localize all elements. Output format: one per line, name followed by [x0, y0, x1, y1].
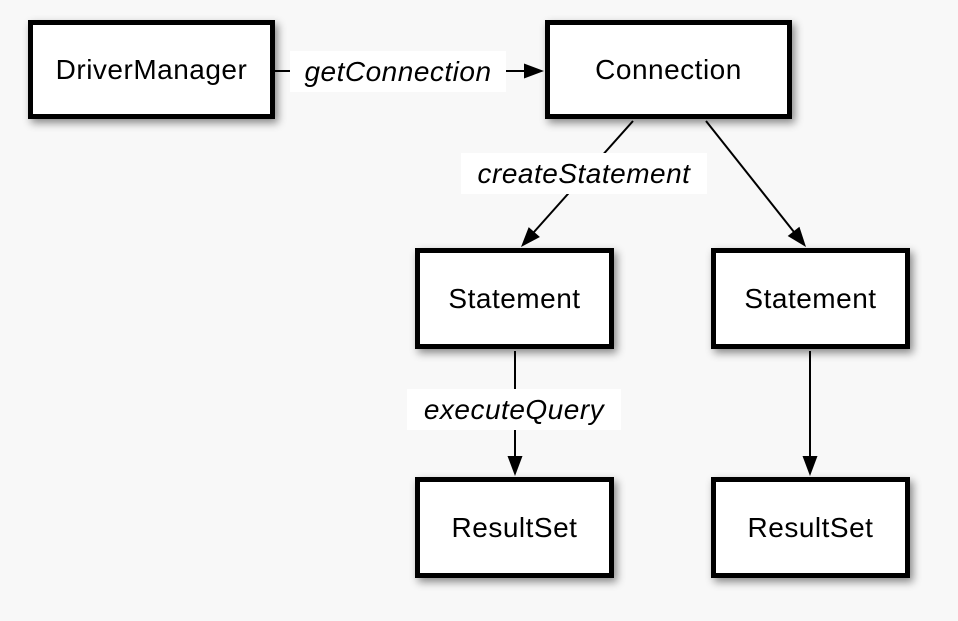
- edge-label-create-statement: createStatement: [461, 153, 707, 194]
- node-connection-label: Connection: [595, 53, 742, 85]
- node-statement-left: Statement: [415, 248, 614, 349]
- node-driver-manager: DriverManager: [28, 20, 275, 119]
- node-statement-left-label: Statement: [448, 282, 581, 314]
- arrowhead-down-right-icon: [787, 226, 806, 247]
- node-connection: Connection: [545, 20, 792, 119]
- edge-label-get-connection: getConnection: [290, 51, 506, 92]
- node-resultset-left: ResultSet: [415, 477, 614, 578]
- arrowhead-down-icon: [802, 456, 818, 476]
- arrowhead-down-left-icon: [521, 227, 540, 247]
- edge-label-execute-query: executeQuery: [407, 389, 621, 430]
- node-resultset-left-label: ResultSet: [451, 511, 578, 543]
- node-driver-manager-label: DriverManager: [55, 53, 248, 85]
- node-statement-right: Statement: [711, 248, 910, 349]
- arrowhead-down-icon: [507, 456, 523, 476]
- node-statement-right-label: Statement: [744, 282, 877, 314]
- edge-statement-resultset-right: [802, 351, 818, 476]
- edge-connection-statement-right: [705, 120, 806, 247]
- node-resultset-right: ResultSet: [711, 477, 910, 578]
- node-resultset-right-label: ResultSet: [747, 511, 874, 543]
- arrowhead-right-icon: [524, 63, 544, 79]
